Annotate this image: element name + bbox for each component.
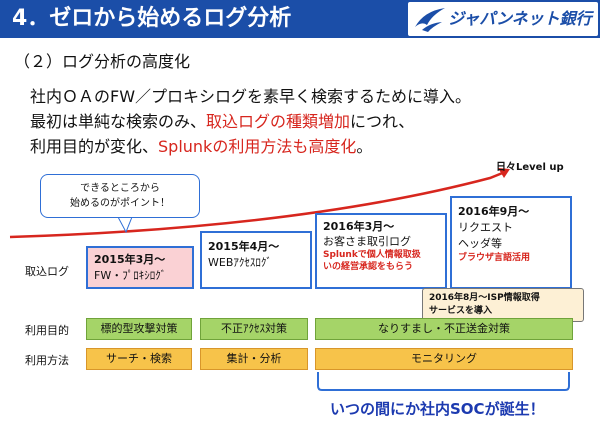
callout-pointer	[117, 216, 133, 234]
isp-note-line-1: 2016年8月～ISP情報取得	[429, 293, 540, 303]
box1-date: 2015年3月～	[94, 253, 166, 266]
bracket-bottom	[317, 372, 570, 391]
row-label-method: 利用方法	[25, 354, 69, 367]
method-bar-search: サーチ・検索	[86, 348, 192, 370]
row-label-log-intake: 取込ログ	[25, 265, 69, 278]
body-line-3-part-a: 利用目的が変化、	[30, 137, 159, 156]
isp-note-line-2: サービスを導入	[429, 306, 493, 316]
footer-message: いつの間にか社内SOCが誕生！	[330, 400, 545, 418]
box3-date: 2016年3月～	[323, 220, 395, 233]
row-label-purpose: 利用目的	[25, 324, 69, 337]
box4-note: ブラウザ言語活用	[458, 253, 531, 263]
callout-line-1: できるところから	[80, 183, 160, 194]
box4-desc-1: リクエスト	[458, 221, 513, 234]
box4-desc-2: ヘッダ等	[458, 237, 502, 250]
body-line-3-part-c: 。	[356, 137, 373, 156]
box2-date: 2015年4月～	[208, 240, 280, 253]
bank-logo: ジャパンネット銀行	[408, 2, 598, 36]
bird-logo-icon	[415, 8, 445, 32]
callout-line-2: 始めるのがポイント！	[70, 198, 170, 209]
box3-note-1: Splunkで個人情報取扱	[323, 250, 421, 260]
level-up-label: 日々Level up	[496, 162, 564, 173]
purpose-bar-targeted-attack: 標的型攻撃対策	[86, 318, 192, 340]
tip-callout: できるところから 始めるのがポイント！	[40, 174, 200, 218]
box3-note-2: いの経営承認をもらう	[323, 262, 414, 272]
body-line-2-part-a: 最初は単純な検索のみ、	[30, 112, 207, 131]
section-subtitle: （２）ログ分析の高度化	[14, 52, 191, 71]
box3-desc: お客さま取引ログ	[323, 235, 411, 248]
body-line-2-highlight: 取込ログの種類増加	[206, 112, 351, 131]
log-box-2016-03: 2016年3月～ お客さま取引ログ Splunkで個人情報取扱 いの経営承認をも…	[315, 213, 447, 289]
body-line-3-highlight: Splunkの利用方法も高度化	[158, 137, 357, 156]
body-line-2-part-c: につれ、	[350, 112, 415, 131]
body-line-3: 利用目的が変化、Splunkの利用方法も高度化。	[30, 133, 372, 157]
box1-desc: FW・ﾌﾟﾛｷｼﾛｸﾞ	[94, 269, 167, 282]
box4-date: 2016年9月～	[458, 205, 530, 218]
box2-desc: WEBｱｸｾｽﾛｸﾞ	[208, 256, 272, 269]
log-box-2016-09: 2016年9月～ リクエスト ヘッダ等 ブラウザ言語活用	[450, 196, 572, 289]
isp-note: 2016年8月～ISP情報取得 サービスを導入	[422, 288, 584, 322]
log-box-2015-04: 2015年4月～ WEBｱｸｾｽﾛｸﾞ	[200, 231, 312, 289]
body-line-2: 最初は単純な検索のみ、取込ログの種類増加につれ、	[30, 108, 414, 132]
body-line-1: 社内ＯＡのFW／プロキシログを素早く検索するために導入。	[30, 83, 471, 107]
slide-header: 4．ゼロから始めるログ分析 ジャパンネット銀行	[0, 0, 600, 38]
body-line-1-text: 社内ＯＡのFW／プロキシログを素早く検索するために導入。	[30, 87, 472, 106]
method-bar-monitoring: モニタリング	[315, 348, 573, 370]
method-bar-analysis: 集計・分析	[200, 348, 308, 370]
log-box-2015-03: 2015年3月～ FW・ﾌﾟﾛｷｼﾛｸﾞ	[86, 246, 194, 289]
slide-title: 4．ゼロから始めるログ分析	[12, 6, 292, 31]
purpose-bar-unauthorized-access: 不正ｱｸｾｽ対策	[200, 318, 308, 340]
logo-text: ジャパンネット銀行	[448, 9, 592, 28]
purpose-bar-fraud: なりすまし・不正送金対策	[315, 318, 573, 340]
